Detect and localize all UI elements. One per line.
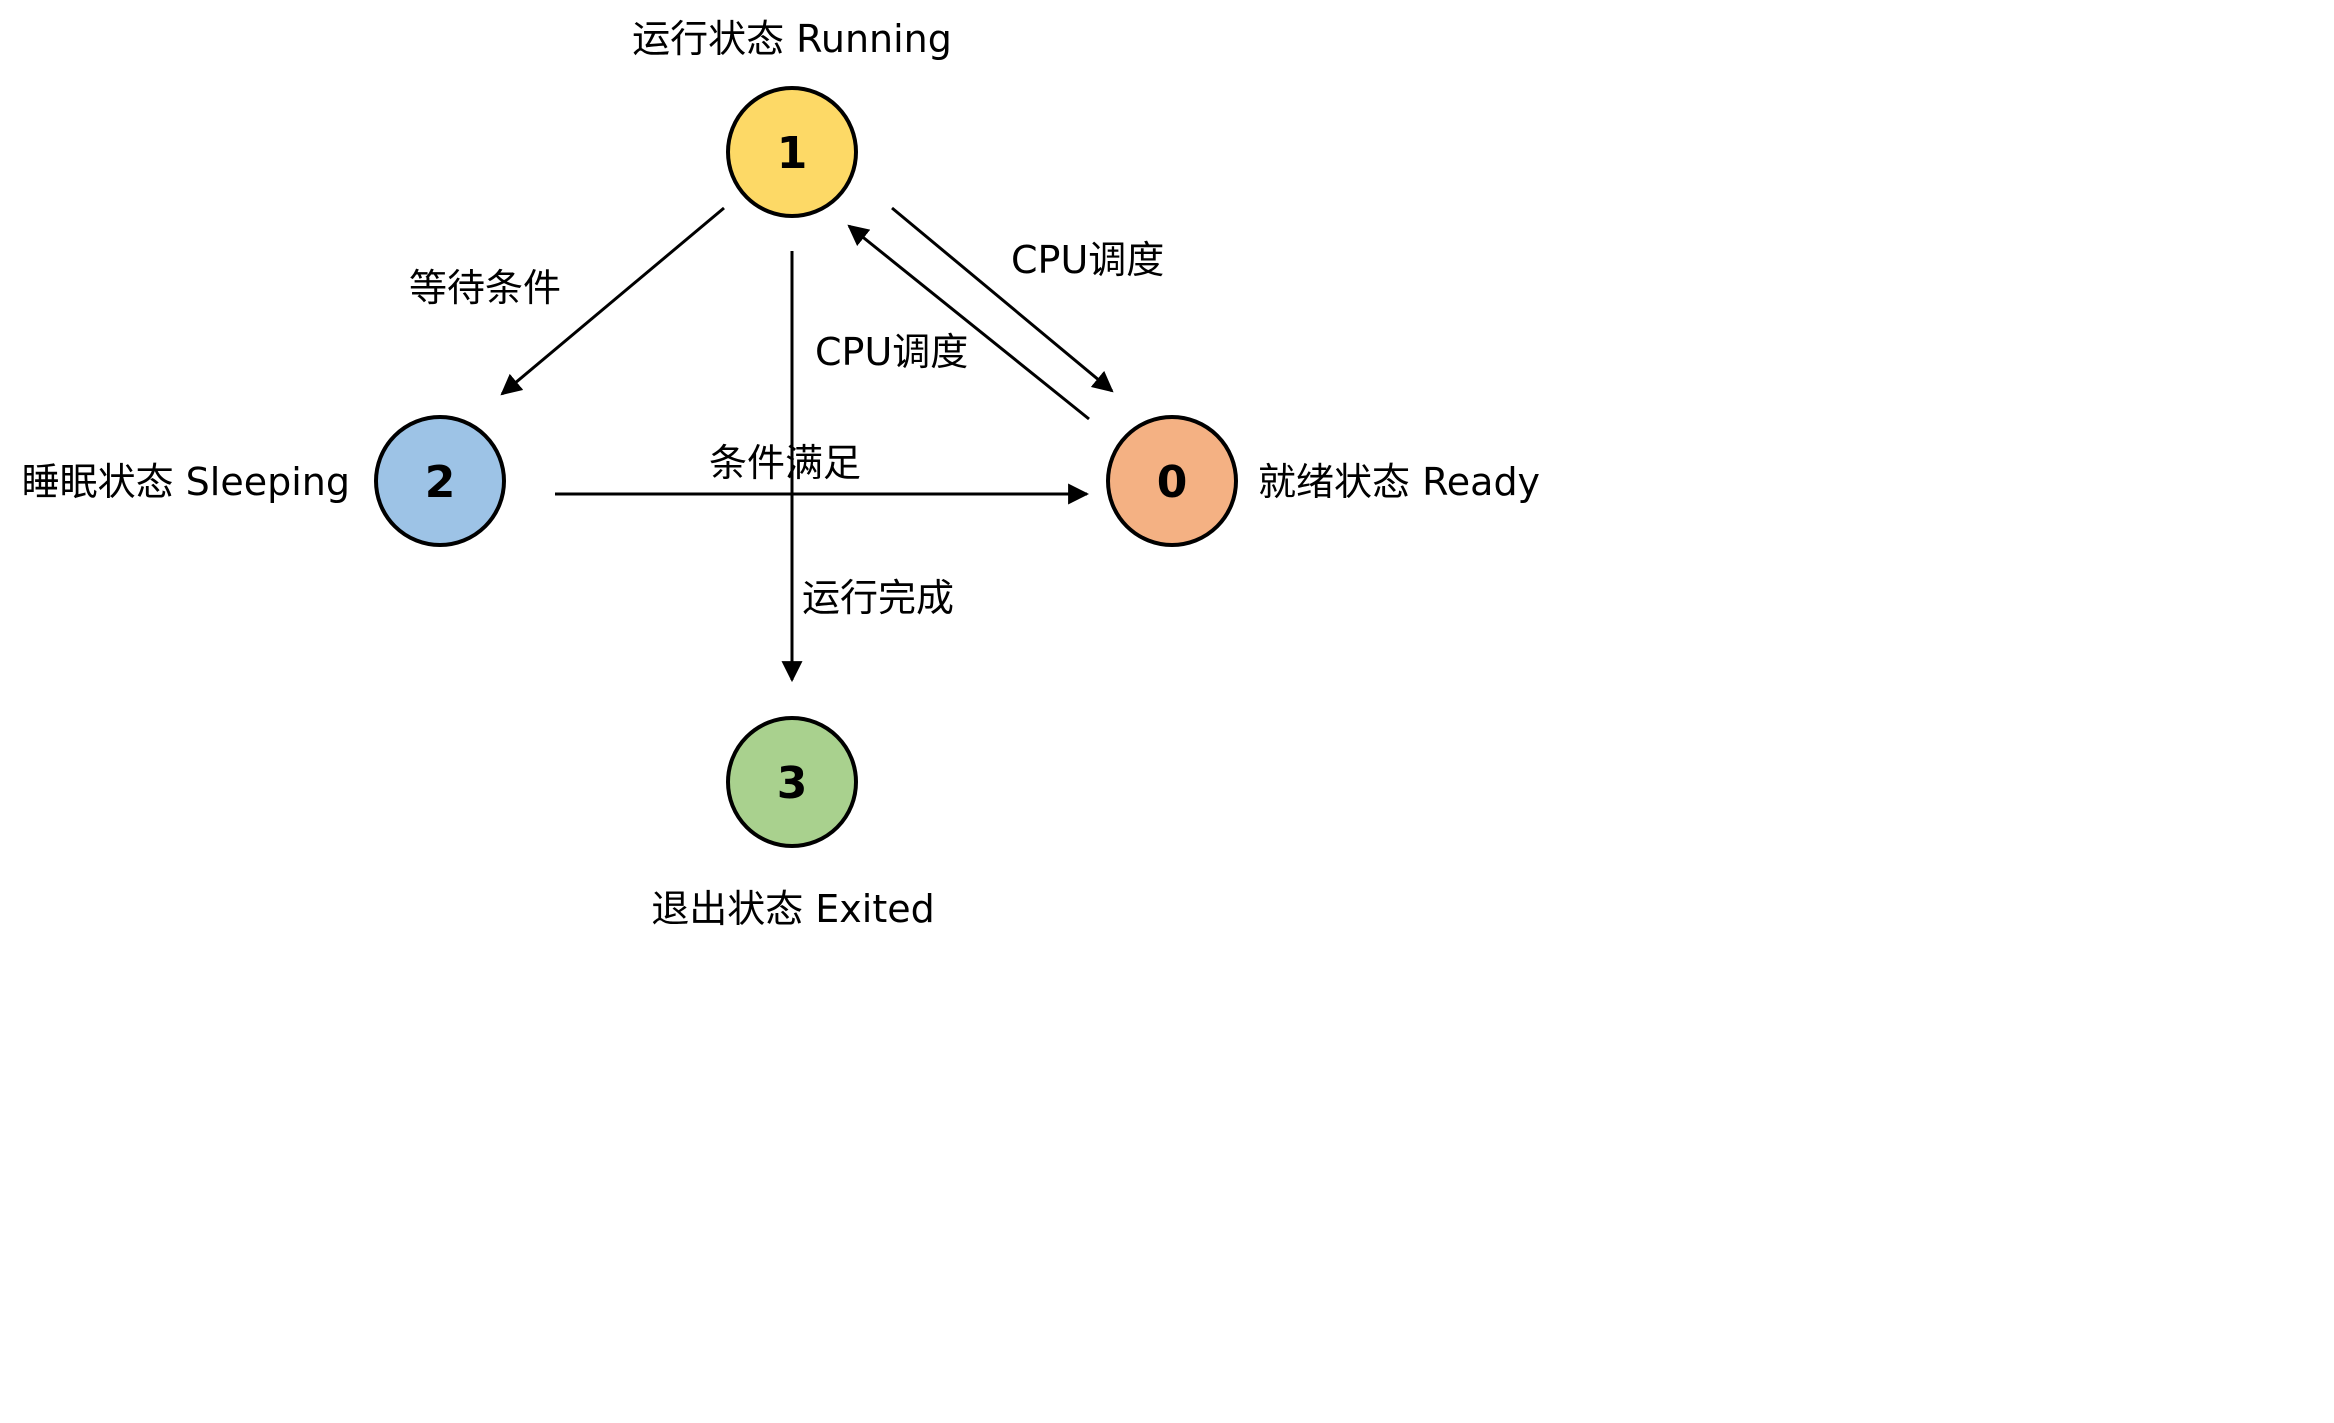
transition-label-run-complete: 运行完成 <box>802 576 954 620</box>
state-exited-number: 3 <box>777 758 808 809</box>
state-exited: 3 <box>726 716 858 848</box>
state-exited-circle <box>726 716 858 848</box>
transition-label-cpu-schedule-out: CPU调度 <box>1011 238 1164 282</box>
state-running-number: 1 <box>777 128 808 179</box>
transition-label-wait-condition: 等待条件 <box>409 266 561 310</box>
state-ready: 0 <box>1106 415 1238 547</box>
arrow-running-to-ready <box>891 206 1114 393</box>
arrow-running-to-sleeping <box>500 206 725 396</box>
state-sleeping-label: 睡眠状态 Sleeping <box>22 460 350 504</box>
state-ready-circle <box>1106 415 1238 547</box>
state-sleeping: 2 <box>374 415 506 547</box>
state-ready-number: 0 <box>1157 457 1188 508</box>
state-exited-label: 退出状态 Exited <box>651 887 935 931</box>
state-running: 1 <box>726 86 858 218</box>
state-sleeping-number: 2 <box>425 457 456 508</box>
state-ready-label: 就绪状态 Ready <box>1258 460 1540 504</box>
transition-label-cpu-schedule-in: CPU调度 <box>815 330 968 374</box>
state-sleeping-circle <box>374 415 506 547</box>
state-running-label: 运行状态 Running <box>632 17 952 61</box>
process-state-diagram: 1 2 0 3 运行状态 Running 睡眠状态 Sleeping 就绪状态 … <box>0 0 1557 958</box>
state-running-circle <box>726 86 858 218</box>
arrow-ready-to-running <box>847 224 1090 421</box>
transition-label-condition-met: 条件满足 <box>709 441 861 485</box>
